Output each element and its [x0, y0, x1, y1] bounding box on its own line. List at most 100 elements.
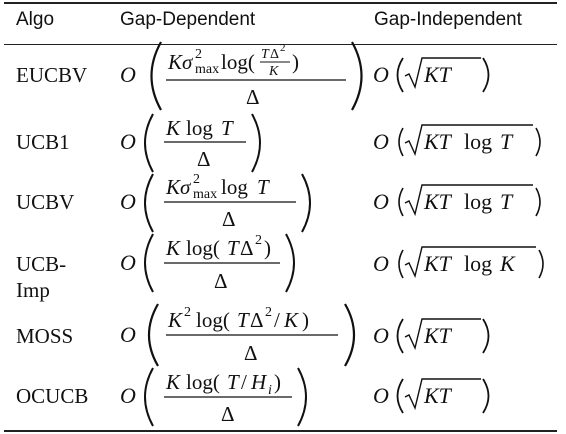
svg-text:max: max	[193, 187, 217, 202]
svg-text:i: i	[268, 383, 272, 398]
svg-text:log(: log(	[221, 50, 255, 74]
svg-text:Δ: Δ	[246, 85, 260, 109]
algo-ocucb: OCUCB	[16, 384, 89, 408]
svg-text:O: O	[120, 62, 136, 87]
svg-text:T: T	[261, 47, 270, 62]
bottom-rule	[4, 430, 557, 432]
svg-text:2: 2	[193, 172, 200, 187]
gap-independent-moss: O KT	[373, 315, 503, 357]
algo-ucbv: UCBV	[16, 190, 75, 214]
formula-gap-independent-ucb-imp: O KT log K	[373, 246, 544, 279]
svg-text:KT: KT	[423, 129, 453, 154]
svg-text:): )	[264, 236, 271, 260]
svg-text:log: log	[464, 189, 492, 214]
header-rule	[4, 44, 557, 45]
gap-dependent-ucbv: O Kσ 2 max log T Δ	[120, 170, 330, 236]
svg-text:O: O	[120, 383, 136, 408]
svg-text:KT: KT	[423, 62, 453, 87]
svg-text:/: /	[274, 308, 280, 332]
svg-text:2: 2	[195, 47, 202, 62]
header-gap-dependent: Gap-Dependent	[120, 9, 256, 30]
gap-independent-ocucb: O KT	[373, 375, 503, 417]
svg-text:): )	[302, 308, 309, 332]
svg-text:K: K	[499, 251, 516, 276]
svg-text:/: /	[241, 370, 247, 394]
formula-gap-dependent-ucb-imp: O K log( T Δ 2 ) Δ	[120, 233, 295, 293]
svg-text:KT: KT	[423, 323, 453, 348]
svg-text:Δ: Δ	[244, 341, 258, 365]
svg-text:O: O	[373, 129, 389, 154]
formula-gap-independent-moss: O KT	[373, 318, 490, 354]
svg-text:T: T	[257, 175, 270, 199]
svg-text:KT: KT	[423, 189, 453, 214]
svg-text:K: K	[167, 308, 183, 332]
svg-text:O: O	[120, 322, 136, 347]
svg-text:Kσ: Kσ	[165, 175, 192, 199]
svg-text:O: O	[373, 189, 389, 214]
top-rule	[4, 2, 557, 4]
formula-gap-independent-eucbv: O KT	[373, 57, 490, 93]
svg-text:2: 2	[265, 305, 272, 320]
formula-gap-independent-ocucb: O KT	[373, 378, 490, 414]
svg-text:O: O	[373, 251, 389, 276]
algo-ucb1: UCB1	[16, 130, 70, 154]
svg-text:Δ: Δ	[270, 47, 279, 62]
algo-moss: MOSS	[16, 324, 74, 348]
svg-text:2: 2	[255, 233, 262, 248]
svg-text:2: 2	[280, 42, 286, 54]
gap-dependent-moss: O K 2 log( T Δ 2 / K ) Δ	[120, 300, 365, 370]
svg-text:H: H	[250, 370, 268, 394]
svg-text:Δ: Δ	[197, 147, 211, 171]
svg-text:T: T	[500, 189, 514, 214]
svg-text:2: 2	[184, 305, 191, 320]
svg-text:T: T	[500, 129, 514, 154]
header-gap-independent: Gap-Independent	[374, 9, 522, 30]
svg-text:): )	[274, 370, 281, 394]
algo-eucbv: EUCBV	[16, 63, 88, 87]
gap-dependent-ocucb: O K log( T / H i ) Δ	[120, 364, 340, 430]
svg-text:O: O	[120, 250, 136, 275]
gap-independent-ucb-imp: O KT log K	[373, 243, 558, 285]
formula-gap-dependent-ucbv: O Kσ 2 max log T Δ	[120, 172, 311, 233]
formula-gap-dependent-ocucb: O K log( T / H i ) Δ	[120, 367, 307, 427]
gap-dependent-ucb-imp: O K log( T Δ 2 ) Δ	[120, 230, 320, 296]
svg-text:K: K	[165, 236, 181, 260]
svg-text:T: T	[237, 308, 250, 332]
svg-text:O: O	[373, 383, 389, 408]
svg-text:Δ: Δ	[222, 207, 236, 231]
svg-text:K: K	[165, 370, 181, 394]
svg-text:K: K	[283, 308, 299, 332]
svg-text:log: log	[186, 116, 213, 140]
svg-text:max: max	[195, 62, 219, 77]
svg-text:Kσ: Kσ	[167, 50, 194, 74]
svg-text:T: T	[227, 236, 240, 260]
svg-text:log(: log(	[186, 236, 220, 260]
svg-text:O: O	[373, 62, 389, 87]
svg-text:log(: log(	[186, 370, 220, 394]
svg-text:O: O	[373, 323, 389, 348]
svg-text:Δ: Δ	[214, 269, 228, 293]
svg-text:log(: log(	[196, 308, 230, 332]
svg-text:O: O	[120, 189, 136, 214]
svg-text:Δ: Δ	[240, 236, 254, 260]
svg-text:log: log	[464, 251, 492, 276]
gap-independent-ucb1: O KT log T	[373, 121, 558, 163]
formula-gap-dependent-ucb1: O K log T Δ	[120, 113, 261, 173]
svg-text:log: log	[464, 129, 492, 154]
svg-text:K: K	[165, 116, 181, 140]
gap-dependent-ucb1: O K log T Δ	[120, 110, 280, 176]
svg-text:Δ: Δ	[250, 308, 264, 332]
header-algo: Algo	[16, 9, 55, 30]
svg-text:KT: KT	[423, 251, 453, 276]
gap-independent-eucbv: O KT	[373, 54, 503, 96]
svg-text:): )	[292, 50, 299, 74]
svg-text:Δ: Δ	[221, 402, 235, 426]
gap-independent-ucbv: O KT log T	[373, 181, 558, 223]
algo-ucb-imp: UCB-Imp	[16, 252, 67, 303]
svg-text:T: T	[221, 116, 234, 140]
svg-text:K: K	[268, 64, 279, 79]
svg-text:T: T	[227, 370, 240, 394]
formula-gap-independent-ucb1: O KT log T	[373, 124, 541, 157]
